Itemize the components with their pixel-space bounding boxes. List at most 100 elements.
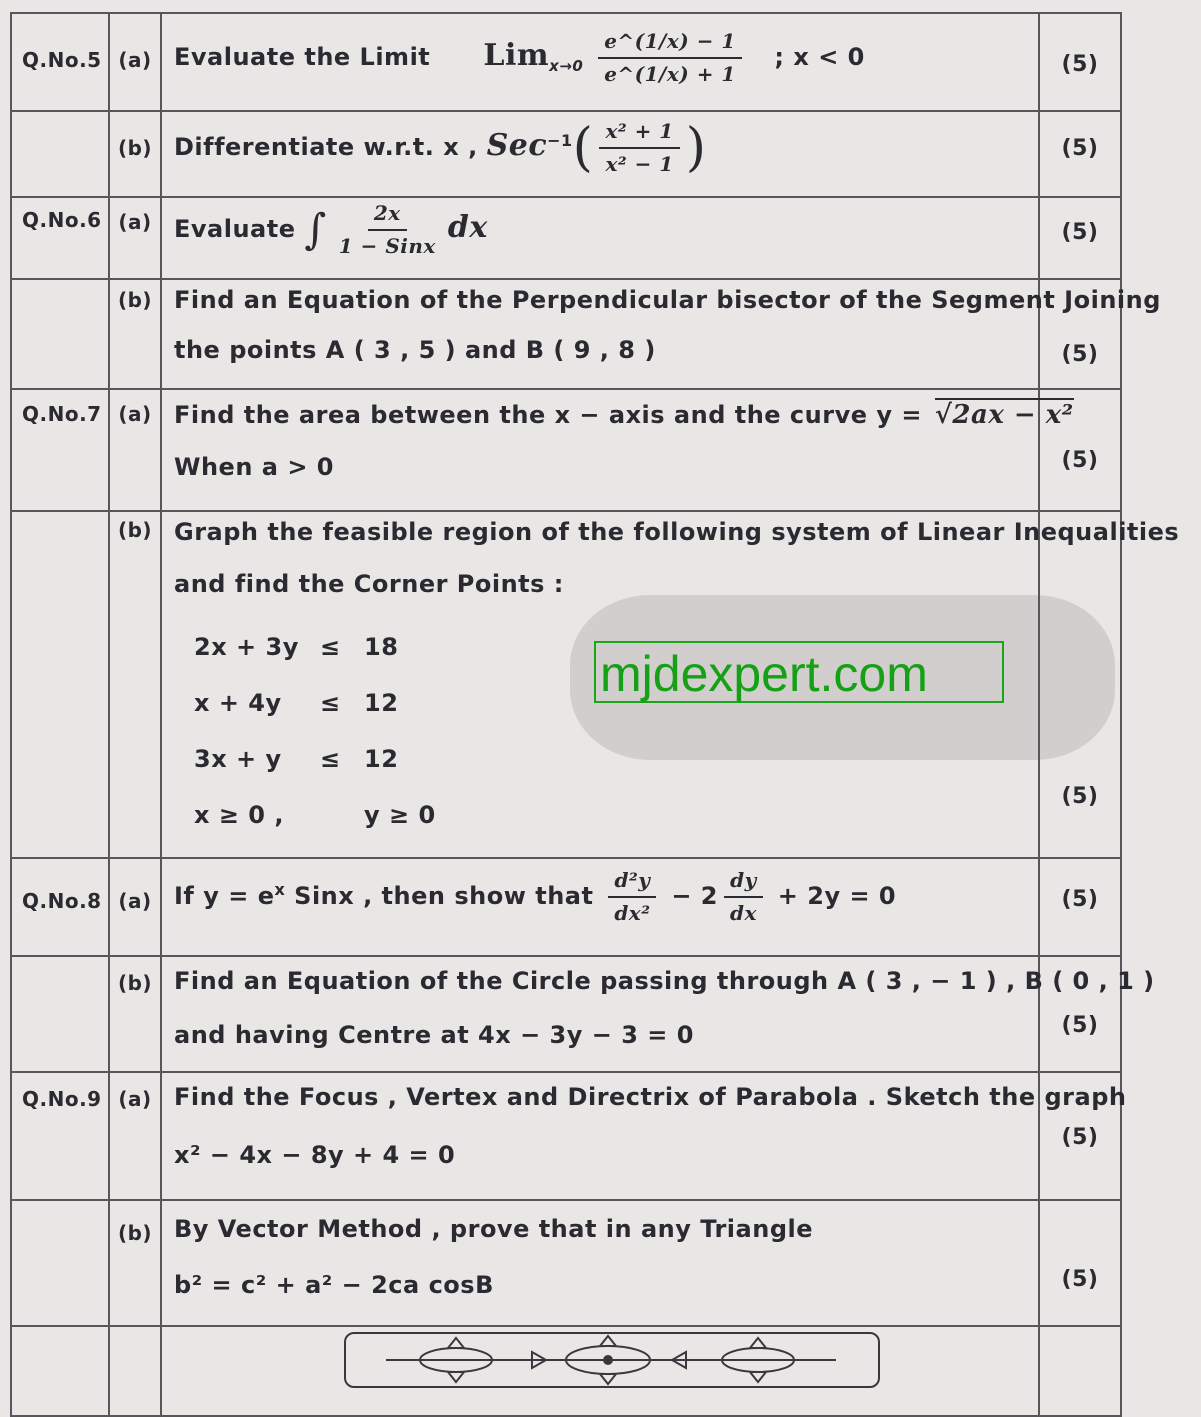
inequality-lhs: x + 4y <box>194 688 282 717</box>
inequality-op: ≤ <box>320 632 341 661</box>
ornament-icon <box>386 1334 836 1386</box>
list-item: x + 4y ≤12 <box>194 675 1026 731</box>
text-line: Find an Equation of the Circle passing t… <box>174 966 1155 995</box>
question-number <box>10 278 110 390</box>
open-paren-icon: ( <box>572 118 594 178</box>
operator-text: − 2 <box>662 881 719 910</box>
part-label: (a) <box>108 388 162 512</box>
denominator: x² − 1 <box>605 152 674 176</box>
question-text: Evaluate ∫ 2x 1 − Sinx dx <box>160 196 1040 280</box>
equation-tail: + 2y = 0 <box>768 881 897 910</box>
table-row: (b) Find an Equation of the Perpendicula… <box>10 278 1161 390</box>
inequality-rhs: 12 <box>364 688 399 717</box>
question-number: Q.No.9 <box>10 1070 110 1201</box>
prompt-text: Sinx , then show that <box>285 881 594 910</box>
prompt-text: Differentiate w.r.t. x , <box>174 133 478 161</box>
fraction: 2x 1 − Sinx <box>333 200 442 260</box>
table-row: (b) Graph the feasible region of the fol… <box>10 510 1179 859</box>
denominator: dx <box>730 900 757 925</box>
denominator: e^(1/x) + 1 <box>604 62 736 86</box>
table-row: Q.No.5 (a) Evaluate the Limit Limx→0 e^(… <box>10 12 1122 112</box>
text-line: x² − 4x − 8y + 4 = 0 <box>174 1141 456 1170</box>
integral-icon: ∫ <box>304 204 327 254</box>
part-label: (a) <box>108 1070 162 1201</box>
prompt-text: Evaluate <box>174 215 296 243</box>
question-text: Find the Focus , Vertex and Directrix of… <box>160 1070 1127 1201</box>
question-number <box>10 510 110 859</box>
close-paren-icon: ) <box>685 118 707 178</box>
condition-text: ; x < 0 <box>774 43 865 71</box>
marks: (5) <box>1038 110 1122 198</box>
function-name: Sec <box>486 128 548 163</box>
question-text: Find an Equation of the Perpendicular bi… <box>160 278 1161 390</box>
inequality-op: ≤ <box>320 688 341 717</box>
part-label: (a) <box>108 196 162 280</box>
denominator: dx² <box>614 900 651 925</box>
part-label: (b) <box>108 278 162 390</box>
part-label: (b) <box>108 954 162 1073</box>
part-label: (b) <box>108 510 162 859</box>
fraction: e^(1/x) − 1 e^(1/x) + 1 <box>598 28 742 88</box>
question-number <box>10 110 110 198</box>
marks: (5) <box>1038 954 1122 1073</box>
question-number <box>10 1198 110 1327</box>
empty-cell <box>1038 1324 1122 1417</box>
inequality-list: 2x + 3y ≤18 x + 4y ≤12 3x + y ≤12 x ≥ 0 , y … <box>194 619 1026 843</box>
table-row: (b) By Vector Method , prove that in any… <box>10 1198 1122 1327</box>
inequality-rhs: 18 <box>364 632 399 661</box>
table-row: (b) Differentiate w.r.t. x , Sec−1(x² + … <box>10 110 1122 198</box>
table-row: Q.No.6 (a) Evaluate ∫ 2x 1 − Sinx dx (5) <box>10 196 1122 280</box>
question-table: Q.No.5 (a) Evaluate the Limit Limx→0 e^(… <box>10 12 1179 1417</box>
inequality-lhs: 3x + y <box>194 744 282 773</box>
question-number: Q.No.8 <box>10 856 110 957</box>
differential: dx <box>447 210 488 245</box>
numerator: x² + 1 <box>599 118 680 149</box>
question-text: Graph the feasible region of the followi… <box>160 510 1179 859</box>
text-line: Find the area between the x − axis and t… <box>174 401 922 429</box>
numerator: 2x <box>367 200 407 231</box>
marks: (5) <box>1038 510 1122 859</box>
watermark-link[interactable]: mjdexpert.com <box>594 641 1004 703</box>
inequality-lhs: x ≥ 0 , <box>194 800 284 829</box>
radical-expression: √2ax − x² <box>934 398 1074 430</box>
text-line: and having Centre at 4x − 3y − 3 = 0 <box>174 1021 694 1050</box>
list-item: 3x + y ≤12 <box>194 731 1026 787</box>
text-line: and find the Corner Points : <box>174 570 564 599</box>
exponent: x <box>274 879 286 899</box>
inequality-lhs: 2x + 3y <box>194 632 299 661</box>
question-number: Q.No.5 <box>10 12 110 112</box>
function-exponent: −1 <box>547 131 573 150</box>
text-line: Find the Focus , Vertex and Directrix of… <box>174 1082 1127 1111</box>
numerator: e^(1/x) − 1 <box>598 28 742 59</box>
text-line: By Vector Method , prove that in any Tri… <box>174 1214 813 1243</box>
empty-cell <box>108 1324 162 1417</box>
part-label: (a) <box>108 856 162 957</box>
marks: (5) <box>1038 196 1122 280</box>
question-number: Q.No.6 <box>10 196 110 280</box>
text-line: Find an Equation of the Perpendicular bi… <box>174 286 1161 314</box>
inequality-rhs: 12 <box>364 744 399 773</box>
numerator: d²y <box>608 867 657 898</box>
list-item: 2x + 3y ≤18 <box>194 619 1026 675</box>
question-number <box>10 954 110 1073</box>
prompt-text: Evaluate the Limit <box>174 43 431 71</box>
table-row: (b) Find an Equation of the Circle passi… <box>10 954 1155 1073</box>
marks: (5) <box>1038 1070 1122 1201</box>
question-text: Differentiate w.r.t. x , Sec−1(x² + 1 x² … <box>160 110 1040 198</box>
table-row: Q.No.8 (a) If y = ex Sinx , then show th… <box>10 856 1122 957</box>
limit-symbol: Lim <box>483 38 550 73</box>
inequality-rhs: y ≥ 0 <box>364 800 436 829</box>
text-line: b² = c² + a² − 2ca cosB <box>174 1271 494 1300</box>
question-text: Find the area between the x − axis and t… <box>160 388 1074 512</box>
table-row: Q.No.9 (a) Find the Focus , Vertex and D… <box>10 1070 1127 1201</box>
denominator: 1 − Sinx <box>338 234 436 258</box>
inequality-op: ≤ <box>320 744 341 773</box>
text-line: When a > 0 <box>174 453 334 482</box>
marks: (5) <box>1038 388 1122 512</box>
part-label: (b) <box>108 110 162 198</box>
marks: (5) <box>1038 1198 1122 1327</box>
